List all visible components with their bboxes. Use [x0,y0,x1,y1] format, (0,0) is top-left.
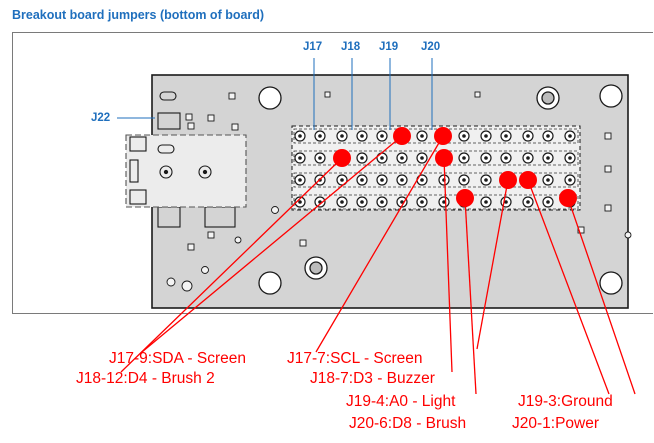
header-pin-center [420,178,424,182]
label-j22: J22 [91,112,110,124]
jumper-marker [499,171,517,189]
header-pin-center [526,134,530,138]
jumper-marker [434,127,452,145]
label-j19: J19 [379,41,398,53]
header-pin-center [420,156,424,160]
header-pin-center [340,200,344,204]
jumper-marker [456,189,474,207]
header-pin-center [484,178,488,182]
annotation-j17-7-scl: J17-7:SCL - Screen [287,350,423,367]
header-pin-center [380,134,384,138]
header-pin-center [318,134,322,138]
header-pin-center [400,200,404,204]
header-pin-center [462,134,466,138]
small-pads [166,91,632,292]
header-pin-center [360,156,364,160]
annotation-j18-12-d4: J18-12:D4 - Brush 2 [76,370,215,387]
header-row [293,150,579,166]
annotation-j20-1-power: J20-1:Power [512,416,600,432]
slot-left [157,144,175,154]
header-pin-center [298,200,302,204]
header-pin-center [546,200,550,204]
header-pin-center [442,200,446,204]
header-pin-center [504,200,508,204]
header-pin-center [380,200,384,204]
header-pin-center [568,156,572,160]
header-pin-center [546,156,550,160]
header-pin-center [484,156,488,160]
header-pin-center [568,134,572,138]
header-pin-center [420,134,424,138]
header-pin-center [340,134,344,138]
usb-screw-holes [159,165,212,179]
mounting-holes [258,84,623,295]
header-pin-center [568,178,572,182]
header-pin-center [400,156,404,160]
header-pin-center [484,134,488,138]
header-pin-center [526,200,530,204]
header-pin-center [318,156,322,160]
diagram-title: Breakout board jumpers (bottom of board) [12,8,265,22]
header-pin-center [298,134,302,138]
header-pin-center [504,134,508,138]
header-row [293,172,579,188]
header-pin-center [340,178,344,182]
header-row [293,128,579,144]
annotation-j17-9-sda: J17-9:SDA - Screen [109,350,246,367]
jumper-marker [333,149,351,167]
jumper-marker [519,171,537,189]
header-pin-center [484,200,488,204]
jumper-markers [333,127,577,207]
annotation-lines [120,135,636,395]
header-pin-center [462,178,466,182]
annotation-j18-7-d3: J18-7:D3 - Buzzer [310,370,435,387]
slot-top [159,91,177,101]
diagram-frame [12,32,653,314]
header-pin-center [380,156,384,160]
header-pin-center [298,156,302,160]
header-pin-rows [293,128,579,210]
header-pin-center [360,178,364,182]
header-pin-center [298,178,302,182]
annotation-j20-6-d8: J20-6:D8 - Brush [349,416,467,432]
annotation-j19-4-a0: J19-4:A0 - Light [346,394,456,410]
label-j20: J20 [421,41,440,53]
header-pin-center [546,178,550,182]
header-pin-center [526,156,530,160]
label-j18: J18 [341,41,361,53]
jumper-marker [393,127,411,145]
header-pin-center [360,134,364,138]
header-row [293,194,579,210]
usb-connector [125,112,247,228]
header-pin-center [504,156,508,160]
header-pin-center [360,200,364,204]
header-pin-center [380,178,384,182]
header-pin-center [462,156,466,160]
jumper-marker [559,189,577,207]
label-j17: J17 [303,41,322,53]
header-pin-center [420,200,424,204]
jumper-marker [435,149,453,167]
header-pin-center [400,178,404,182]
header-pin-center [546,134,550,138]
label-leader-lines [117,58,433,130]
annotation-j19-3-ground: J19-3:Ground [518,394,613,410]
